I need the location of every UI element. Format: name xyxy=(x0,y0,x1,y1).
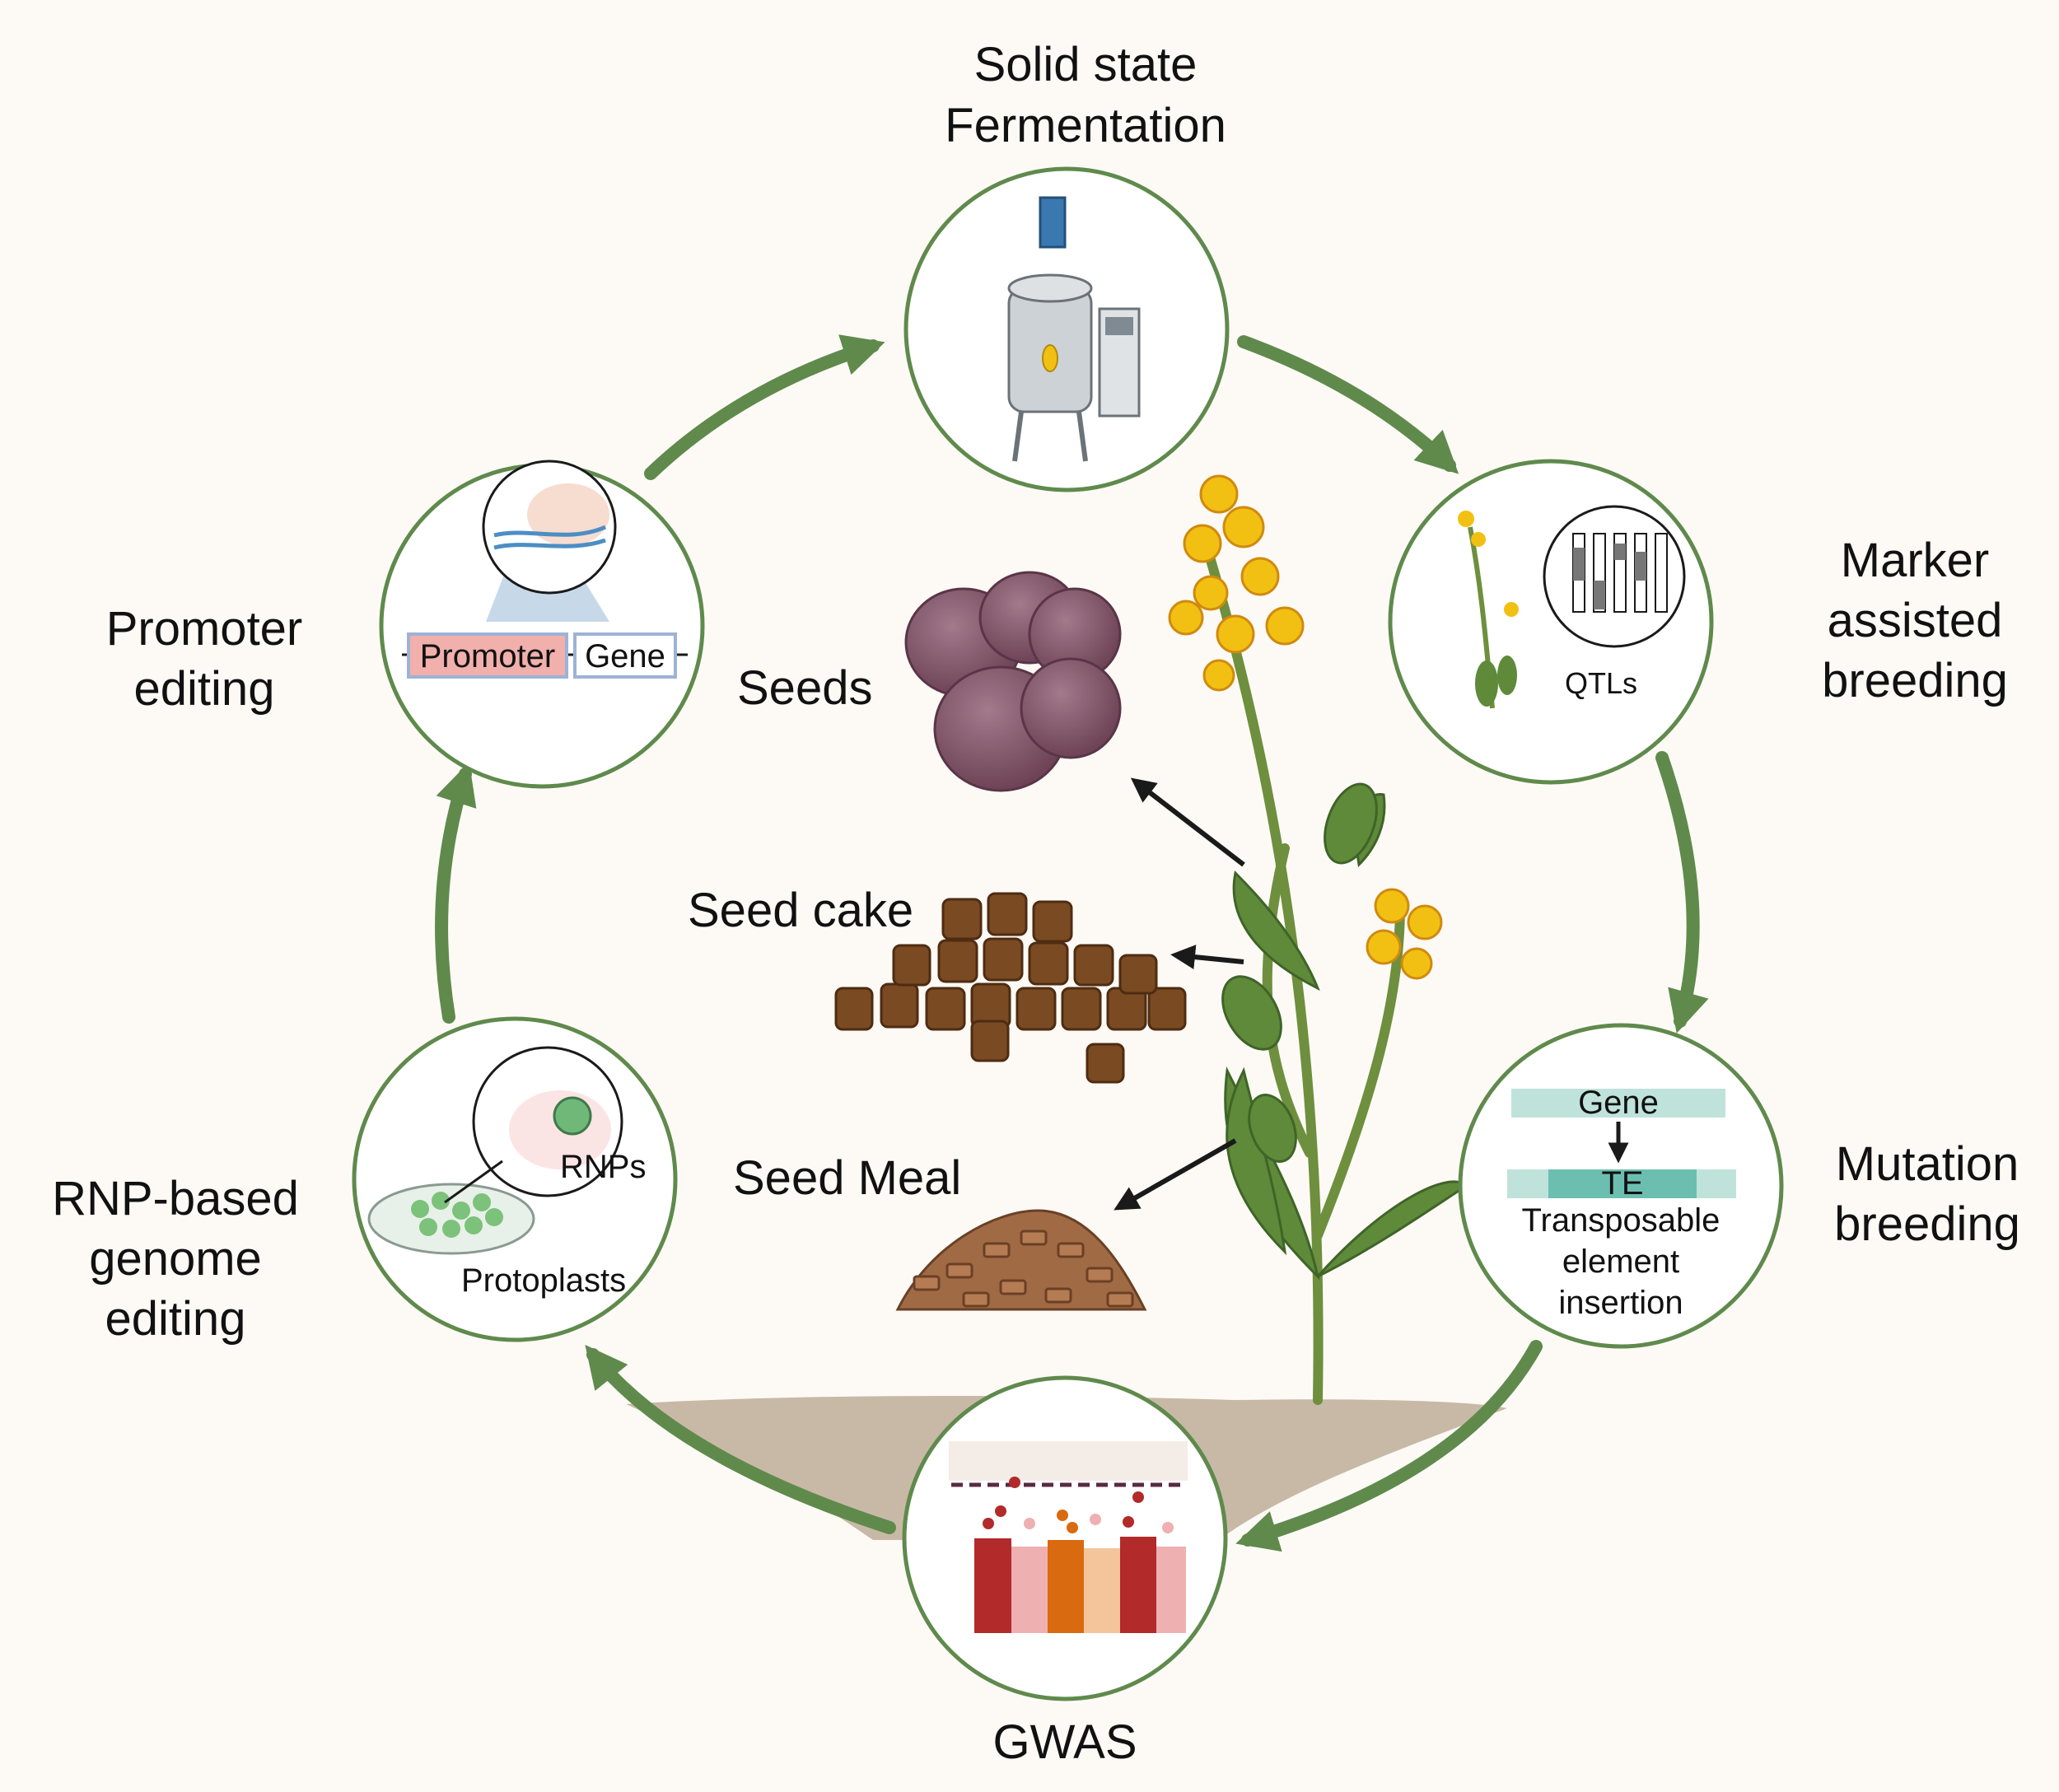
arrow-fermentation-to-marker xyxy=(1237,335,1459,474)
gwas-circle xyxy=(902,1375,1228,1701)
arrow-promoter-to-fermentation xyxy=(644,334,885,480)
arrow-mutation-to-gwas xyxy=(1235,1340,1543,1552)
marker-title-3: breeding xyxy=(1822,654,2008,707)
arrow-to-seed-meal xyxy=(1114,1138,1237,1211)
seed-meal-label: Seed Meal xyxy=(733,1151,961,1205)
cycle-arrows xyxy=(435,334,1709,1552)
gene-box xyxy=(573,632,677,679)
protoplasts-label: Protoplasts xyxy=(461,1262,626,1299)
arrow-rnp-to-promoter xyxy=(435,762,477,1024)
te-bar-insert xyxy=(1548,1169,1697,1198)
te-caption-2: element xyxy=(1562,1244,1679,1280)
qtl-plant-icon xyxy=(1458,511,1519,709)
mutation-title-1: Mutation xyxy=(1836,1137,2019,1191)
mutation-gene-label: Gene xyxy=(1578,1085,1659,1121)
te-label: TE xyxy=(1601,1165,1643,1202)
qtls-label: QTLs xyxy=(1565,666,1637,700)
dna-zoom-icon xyxy=(482,460,617,622)
seeds-label: Seeds xyxy=(737,661,872,715)
petri-dish-icon xyxy=(367,1183,535,1255)
seed-cake-label: Seed cake xyxy=(688,884,913,937)
gene-box-label: Gene xyxy=(585,638,665,674)
te-caption-3: insertion xyxy=(1558,1285,1683,1321)
protoplast-zoom-icon xyxy=(444,1046,623,1204)
arrow-to-seed-cake xyxy=(1170,945,1244,970)
seed-cake-illustration xyxy=(834,892,1187,1084)
promoter-box-label: Promoter xyxy=(420,638,556,674)
mutation-title-2: breeding xyxy=(1834,1197,2020,1251)
promoter-title-1: Promoter xyxy=(106,602,303,656)
fermentation-title-1: Solid state xyxy=(974,38,1198,91)
marker-title-1: Marker xyxy=(1841,534,1989,587)
seeds-illustration xyxy=(904,571,1122,792)
mutation-gene-bar xyxy=(1511,1089,1725,1118)
gwas-title: GWAS xyxy=(992,1715,1137,1769)
chromosome-zoom-icon xyxy=(1543,505,1686,648)
arrow-to-seeds xyxy=(1130,777,1245,867)
te-caption-1: Transposable xyxy=(1522,1202,1721,1239)
rnp-title-2: genome xyxy=(89,1232,262,1286)
promoter-title-2: editing xyxy=(134,662,275,716)
marker-title-2: assisted xyxy=(1828,594,2003,647)
fermenter-icon xyxy=(1007,196,1141,462)
manhattan-plot-icon xyxy=(949,1441,1188,1633)
arrow-gwas-to-rnp xyxy=(585,1345,896,1534)
rnps-label: RNPs xyxy=(560,1149,646,1185)
seed-meal-illustration xyxy=(895,1209,1147,1311)
rnp-title-3: editing xyxy=(105,1292,246,1346)
rapeseed-plant-illustration xyxy=(1168,474,1468,1405)
rnp-title-1: RNP-based xyxy=(52,1172,299,1225)
promoter-box xyxy=(407,632,568,679)
arrow-marker-to-mutation xyxy=(1655,751,1709,1034)
fermentation-title-2: Fermentation xyxy=(945,99,1226,152)
